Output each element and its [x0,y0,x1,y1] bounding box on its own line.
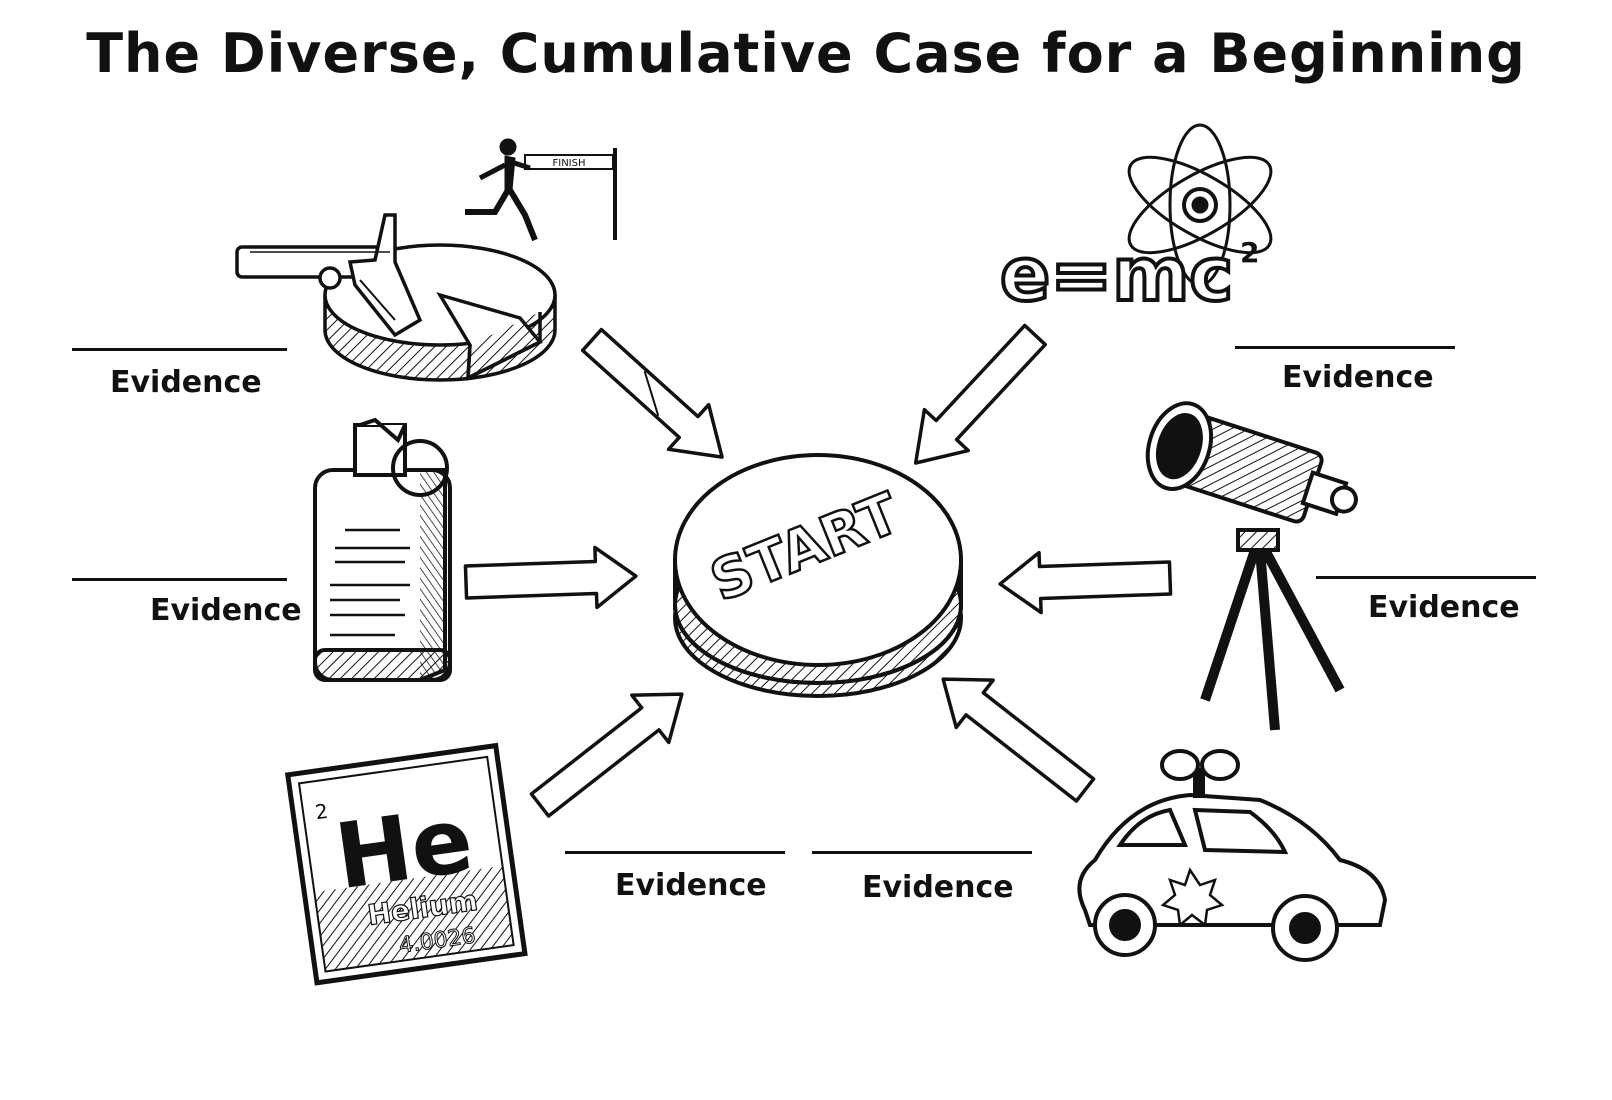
wind-up-police-car-icon [1077,749,1388,962]
arrow-right [998,550,1173,615]
arrow-top-right [913,323,1047,465]
arrow-top-left [580,327,724,459]
evidence-blank-line-bottom-left [565,851,785,854]
evidence-label-top-left: Evidence [110,365,262,400]
helium-element-tile: 2 He Helium 4.0026 [284,742,528,986]
evidence-label-bottom-right: Evidence [862,870,1014,905]
arrow-bottom-right [941,677,1096,803]
evidence-blank-line-mid-right [1316,576,1536,579]
telescope-icon [1145,401,1358,731]
evidence-label-mid-right: Evidence [1368,590,1520,625]
evidence-blank-line-top-left [72,348,287,351]
element-symbol: He [329,787,479,910]
evidence-blank-line-mid-left [72,578,287,581]
formula-text: e=mc [1000,232,1233,318]
evidence-label-bottom-left: Evidence [615,868,767,903]
formula-exponent: 2 [1240,236,1259,269]
arrow-left [463,545,638,610]
evidence-label-mid-left: Evidence [150,593,302,628]
start-button-illustration: START [673,453,963,698]
element-number: 2 [314,799,330,825]
pie-chart-gun-icon [235,213,557,382]
evidence-label-top-right: Evidence [1282,360,1434,395]
atom-formula-icon: e=mc 2 [998,123,1273,320]
arrow-bottom-left [529,692,684,818]
spray-can-icon [313,417,452,682]
evidence-blank-line-top-right [1235,346,1455,349]
page-title: The Diverse, Cumulative Case for a Begin… [86,22,1526,85]
runner-finish-line-icon: FINISH [465,138,617,242]
evidence-blank-line-bottom-right [812,851,1032,854]
finish-banner-text: FINISH [553,158,586,169]
